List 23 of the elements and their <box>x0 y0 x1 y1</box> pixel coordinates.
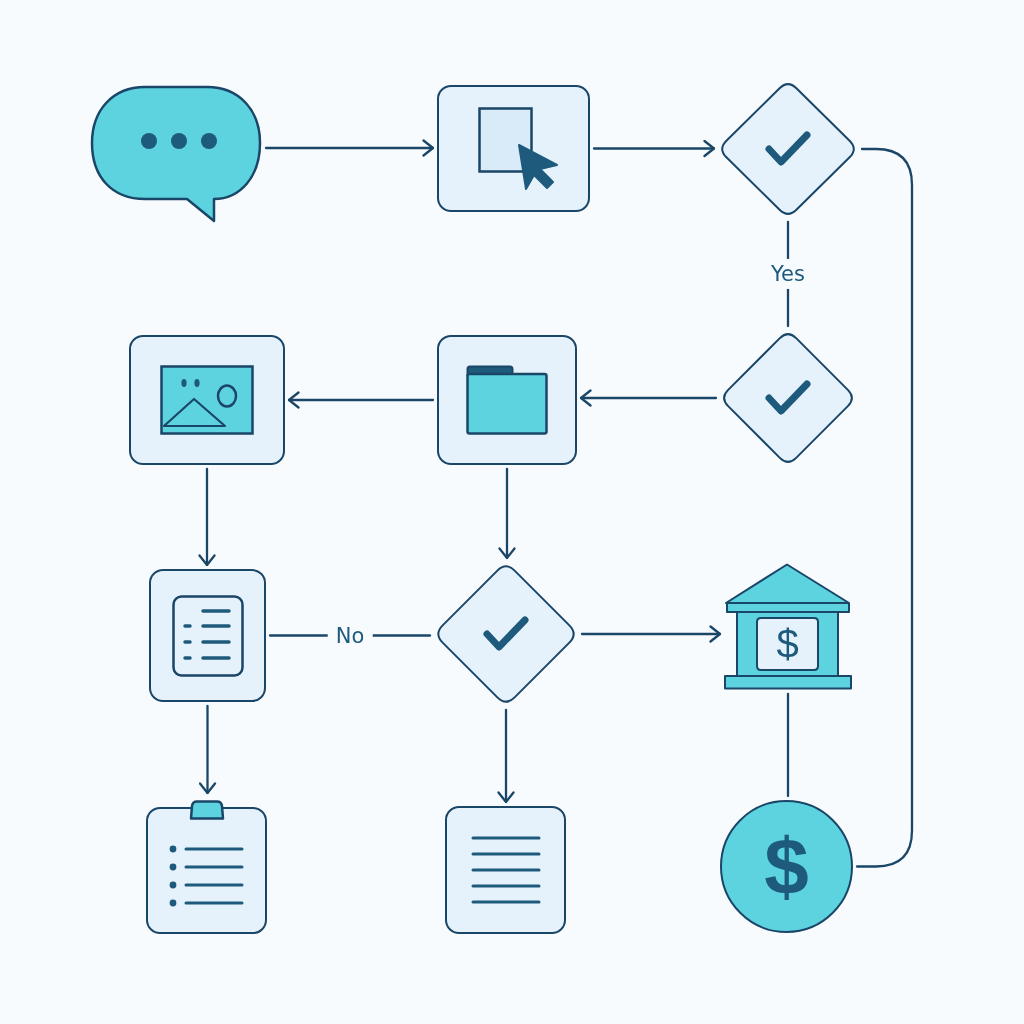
dollar-sign: $ <box>775 621 800 668</box>
arrow <box>198 704 217 795</box>
icon-card <box>437 85 590 212</box>
bank-building <box>724 563 852 690</box>
dollar-sign: $ <box>764 826 809 907</box>
icon-card <box>149 569 266 702</box>
arrow <box>498 467 516 560</box>
arrow <box>264 139 435 157</box>
decision-diamond <box>434 562 578 706</box>
arrow <box>198 467 216 567</box>
connector-line <box>855 147 914 868</box>
connector-line <box>786 692 790 798</box>
arrow <box>580 625 722 643</box>
decision-diamond <box>718 80 858 218</box>
icon-card <box>445 806 566 934</box>
speech-bubble <box>90 85 262 225</box>
arrow <box>287 391 435 409</box>
icon-card <box>437 335 577 465</box>
arrow <box>579 389 718 407</box>
arrow <box>497 708 515 804</box>
icon-card <box>129 335 285 465</box>
decision-diamond <box>720 330 856 466</box>
arrow <box>592 139 716 158</box>
